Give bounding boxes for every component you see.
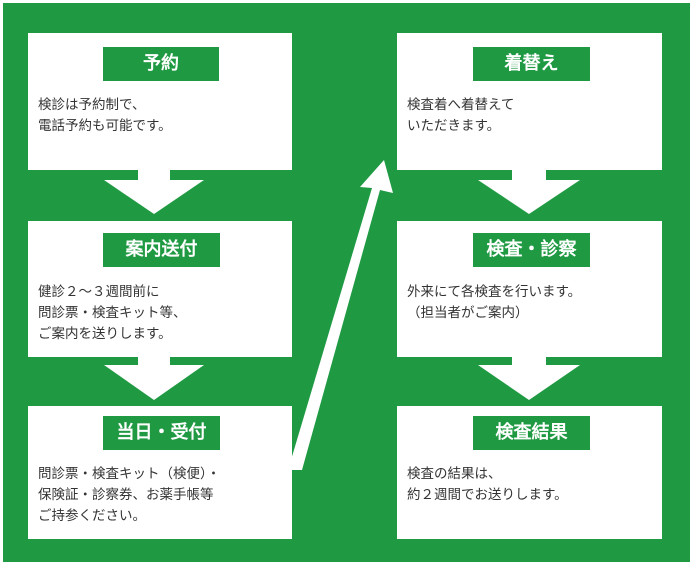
step-description: 外来にて各検査を行います。 （担当者がご案内） — [407, 284, 582, 321]
step-card-examination: 検査・診察 外来にて各検査を行います。 （担当者がご案内） — [397, 221, 662, 357]
step-title: 検査・診察 — [473, 233, 590, 267]
step-description: 検診は予約制で、 電話予約も可能です。 — [38, 97, 172, 134]
step-title: 検査結果 — [473, 416, 590, 450]
step-title: 着替え — [473, 47, 590, 81]
step-card-reservation: 予約 検診は予約制で、 電話予約も可能です。 — [28, 33, 292, 170]
step-card-reception: 当日・受付 問診票・検査キット（検便）・ 保険証・診察券、お薬手帳等 ご持参くだ… — [28, 406, 292, 539]
step-description: 検査の結果は、 約２週間でお送りします。 — [407, 466, 568, 503]
step-description: 検査着へ着替えて いただきます。 — [407, 97, 515, 134]
step-card-change-clothes: 着替え 検査着へ着替えて いただきます。 — [397, 33, 662, 170]
step-description: 健診２～３週間前に 問診票・検査キット等、 ご案内を送りします。 — [38, 284, 187, 342]
step-title: 予約 — [103, 47, 219, 81]
step-title: 当日・受付 — [103, 416, 220, 450]
step-description: 問診票・検査キット（検便）・ 保険証・診察券、お薬手帳等 ご持参ください。 — [38, 466, 221, 524]
step-card-guide-sending: 案内送付 健診２～３週間前に 問診票・検査キット等、 ご案内を送りします。 — [28, 221, 292, 357]
step-card-results: 検査結果 検査の結果は、 約２週間でお送りします。 — [397, 406, 662, 539]
step-title: 案内送付 — [103, 233, 220, 267]
